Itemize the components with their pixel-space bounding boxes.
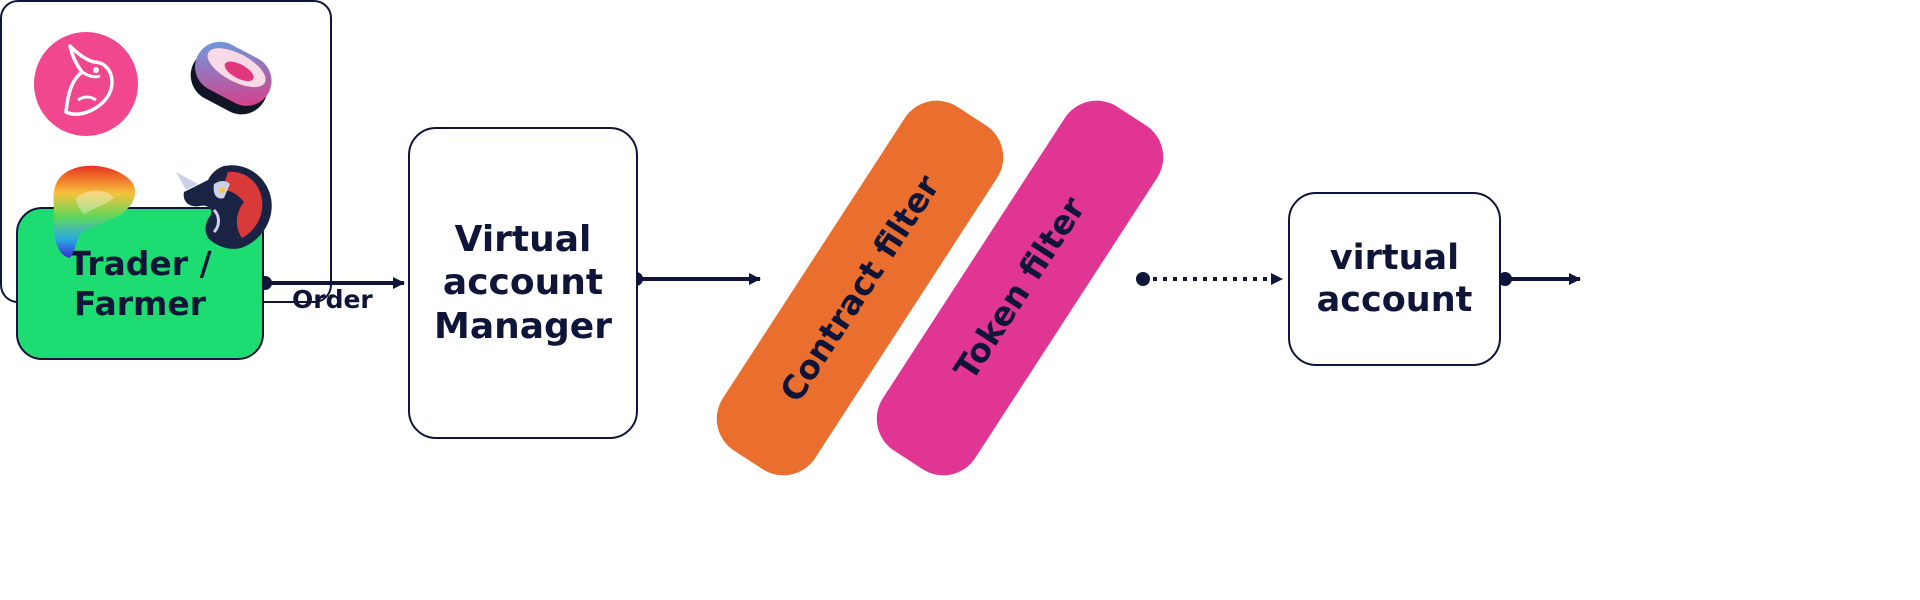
manager-to-filters-arrow [629,272,761,286]
trader-farmer-label: Trader / Farmer [68,243,212,323]
virtual-account-node: virtual account [1288,192,1501,366]
virtual-account-label: virtual account [1316,238,1473,320]
order-label: Order [292,285,373,314]
uniswap-icon [34,32,138,136]
filters-to-account-dotted-arrow [1136,272,1283,286]
sushiswap-icon [190,41,272,115]
account-to-protocols-arrow [1498,272,1581,286]
1inch-icon [176,165,272,249]
virtual-account-manager-label: Virtual account Manager [434,219,612,347]
virtual-account-manager-node: Virtual account Manager [408,127,638,439]
curve-icon [53,165,136,258]
